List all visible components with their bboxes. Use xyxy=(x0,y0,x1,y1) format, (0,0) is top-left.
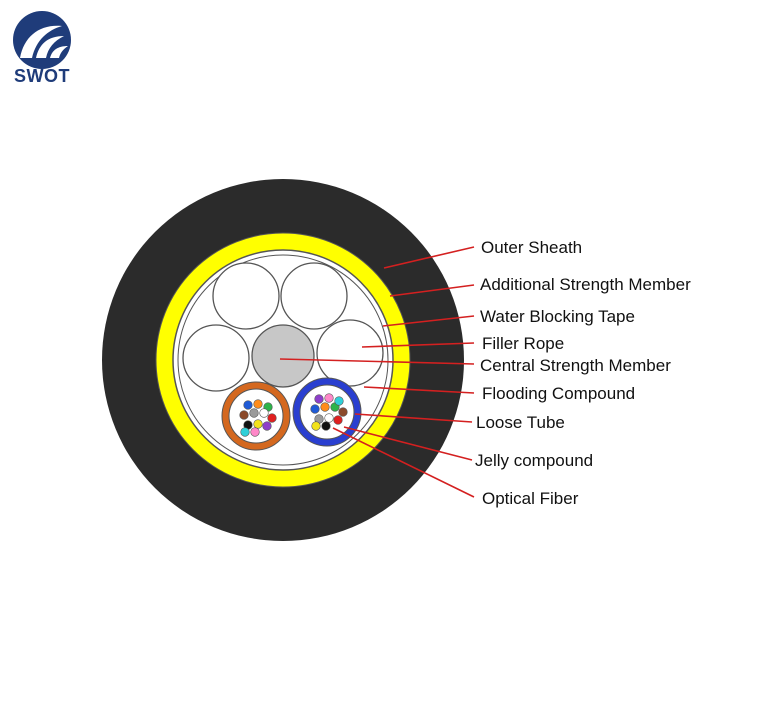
filler-rope-2 xyxy=(280,262,348,330)
optical-fiber-dot xyxy=(262,421,272,431)
leader-line-water-blocking xyxy=(382,315,475,327)
label-water-blocking-tape: Water Blocking Tape xyxy=(480,307,635,326)
optical-fiber-dot xyxy=(239,410,249,420)
leader-line-central-strength xyxy=(279,358,475,365)
filler-rope-4 xyxy=(316,319,384,387)
leader-line-outer-sheath xyxy=(383,246,475,269)
fiber-bundle-blue xyxy=(310,393,348,431)
optical-fiber-dot xyxy=(250,427,260,437)
optical-fiber-dot xyxy=(333,415,343,425)
brand-name: SWOT xyxy=(14,66,70,86)
optical-fiber-dot xyxy=(334,396,344,406)
optical-fiber-dot xyxy=(321,421,331,431)
leader-line-jelly xyxy=(343,426,473,461)
leader-line-additional-strength xyxy=(389,284,475,297)
optical-fiber-dot xyxy=(259,408,269,418)
leader-line-flooding xyxy=(363,386,475,394)
optical-fiber-dot xyxy=(243,400,253,410)
optical-fiber-dot xyxy=(320,402,330,412)
central-strength-member xyxy=(251,324,315,388)
leader-line-optical-fiber xyxy=(332,427,475,498)
label-optical-fiber: Optical Fiber xyxy=(482,489,579,508)
label-flooding-compound: Flooding Compound xyxy=(482,384,635,403)
optical-fiber-dot xyxy=(324,413,334,423)
optical-fiber-dot xyxy=(324,393,334,403)
optical-fiber-dot xyxy=(253,399,263,409)
label-central-strength-member: Central Strength Member xyxy=(480,356,671,375)
label-outer-sheath: Outer Sheath xyxy=(481,238,582,257)
optical-fiber-dot xyxy=(240,427,250,437)
leader-line-filler-rope xyxy=(361,342,475,348)
filler-rope-3 xyxy=(182,324,250,392)
optical-fiber-dot xyxy=(310,404,320,414)
label-jelly-compound: Jelly compound xyxy=(475,451,593,470)
optical-fiber-dot xyxy=(314,394,324,404)
swot-logo-icon xyxy=(13,11,71,69)
optical-fiber-dot xyxy=(338,407,348,417)
optical-fiber-dot xyxy=(249,408,259,418)
leader-line-loose-tube xyxy=(354,413,473,423)
label-additional-strength-member: Additional Strength Member xyxy=(480,275,691,294)
fiber-bundle-orange xyxy=(239,399,277,437)
optical-fiber-dot xyxy=(267,413,277,423)
label-filler-rope: Filler Rope xyxy=(482,334,564,353)
optical-fiber-dot xyxy=(253,419,263,429)
optical-fiber-dot xyxy=(311,421,321,431)
filler-rope-1 xyxy=(212,262,280,330)
label-loose-tube: Loose Tube xyxy=(476,413,565,432)
